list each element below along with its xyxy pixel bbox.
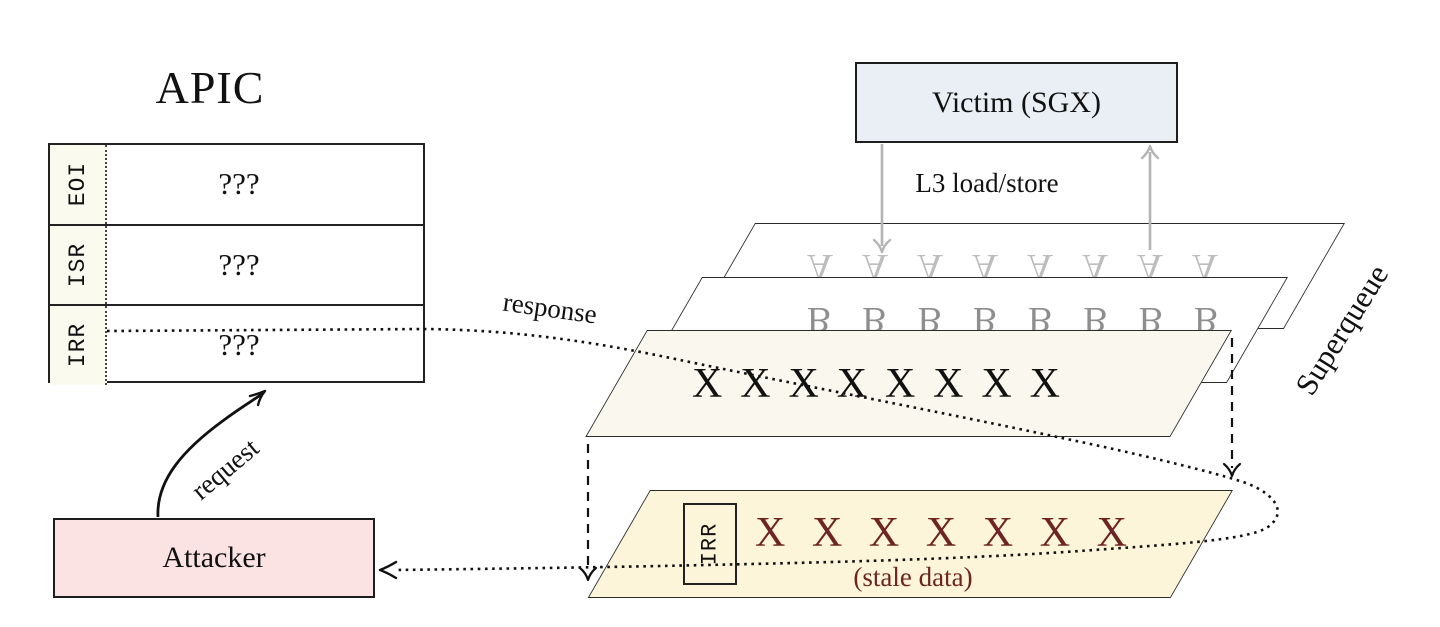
queue-letter: X: [925, 510, 957, 556]
queue-letter: X: [982, 510, 1014, 556]
request-arrow-label: request: [185, 432, 265, 506]
queue-letter: X: [811, 510, 843, 556]
eoi-register-value: ???: [218, 166, 260, 202]
queue-letter: X: [788, 361, 819, 407]
queue-letter: X: [868, 510, 900, 556]
eoi-register-label-cell: EOI: [50, 145, 107, 224]
irr-register-value: ???: [218, 327, 260, 363]
attacker-box: Attacker: [53, 518, 375, 598]
request-arrowhead-icon: [248, 389, 267, 407]
stale-irr-box: IRR: [683, 503, 737, 585]
apic-title: APIC: [155, 62, 265, 113]
queue-letter: X: [1039, 510, 1071, 556]
stale-data-caption: (stale data): [853, 562, 973, 592]
stale-drop-right-arrowhead-icon: [1222, 462, 1242, 478]
response-arrowhead-icon: [378, 560, 398, 580]
irr-register-label-cell: IRR: [50, 306, 107, 385]
eoi-register-label: EOI: [64, 162, 91, 207]
irr-register-label: IRR: [64, 323, 91, 368]
queue-letter: X: [884, 361, 916, 407]
queue-letter: X: [1096, 510, 1127, 556]
queue-letter: X: [981, 361, 1012, 407]
queue-letter: X: [755, 510, 786, 556]
victim-label: Victim (SGX): [931, 85, 1101, 119]
apic-row-irr: IRR ???: [50, 304, 423, 385]
attacker-label: Attacker: [162, 541, 266, 574]
queue-letter: X: [1029, 361, 1060, 407]
isr-register-label: ISR: [64, 242, 91, 288]
isr-register-label-cell: ISR: [50, 225, 107, 305]
apic-row-eoi: EOI ???: [50, 145, 423, 224]
apic-row-isr: ISR ???: [50, 223, 423, 305]
victim-box: Victim (SGX): [855, 62, 1178, 143]
l3-load-store-label: L3 load/store: [915, 168, 1059, 198]
isr-register-value: ???: [218, 246, 260, 282]
queue-letter: X: [933, 361, 964, 407]
queue-letter: X: [740, 361, 771, 407]
stale-irr-label: IRR: [697, 522, 723, 566]
apic-register-table: EOI ??? ISR ??? IRR ???: [48, 143, 425, 385]
response-arrow-label: response: [501, 286, 599, 330]
queue-letter: X: [836, 361, 868, 407]
queue-letter: X: [692, 361, 723, 407]
stale-drop-left-arrowhead-icon: [578, 566, 598, 582]
l3-load-arrowhead-icon: [1140, 144, 1160, 160]
